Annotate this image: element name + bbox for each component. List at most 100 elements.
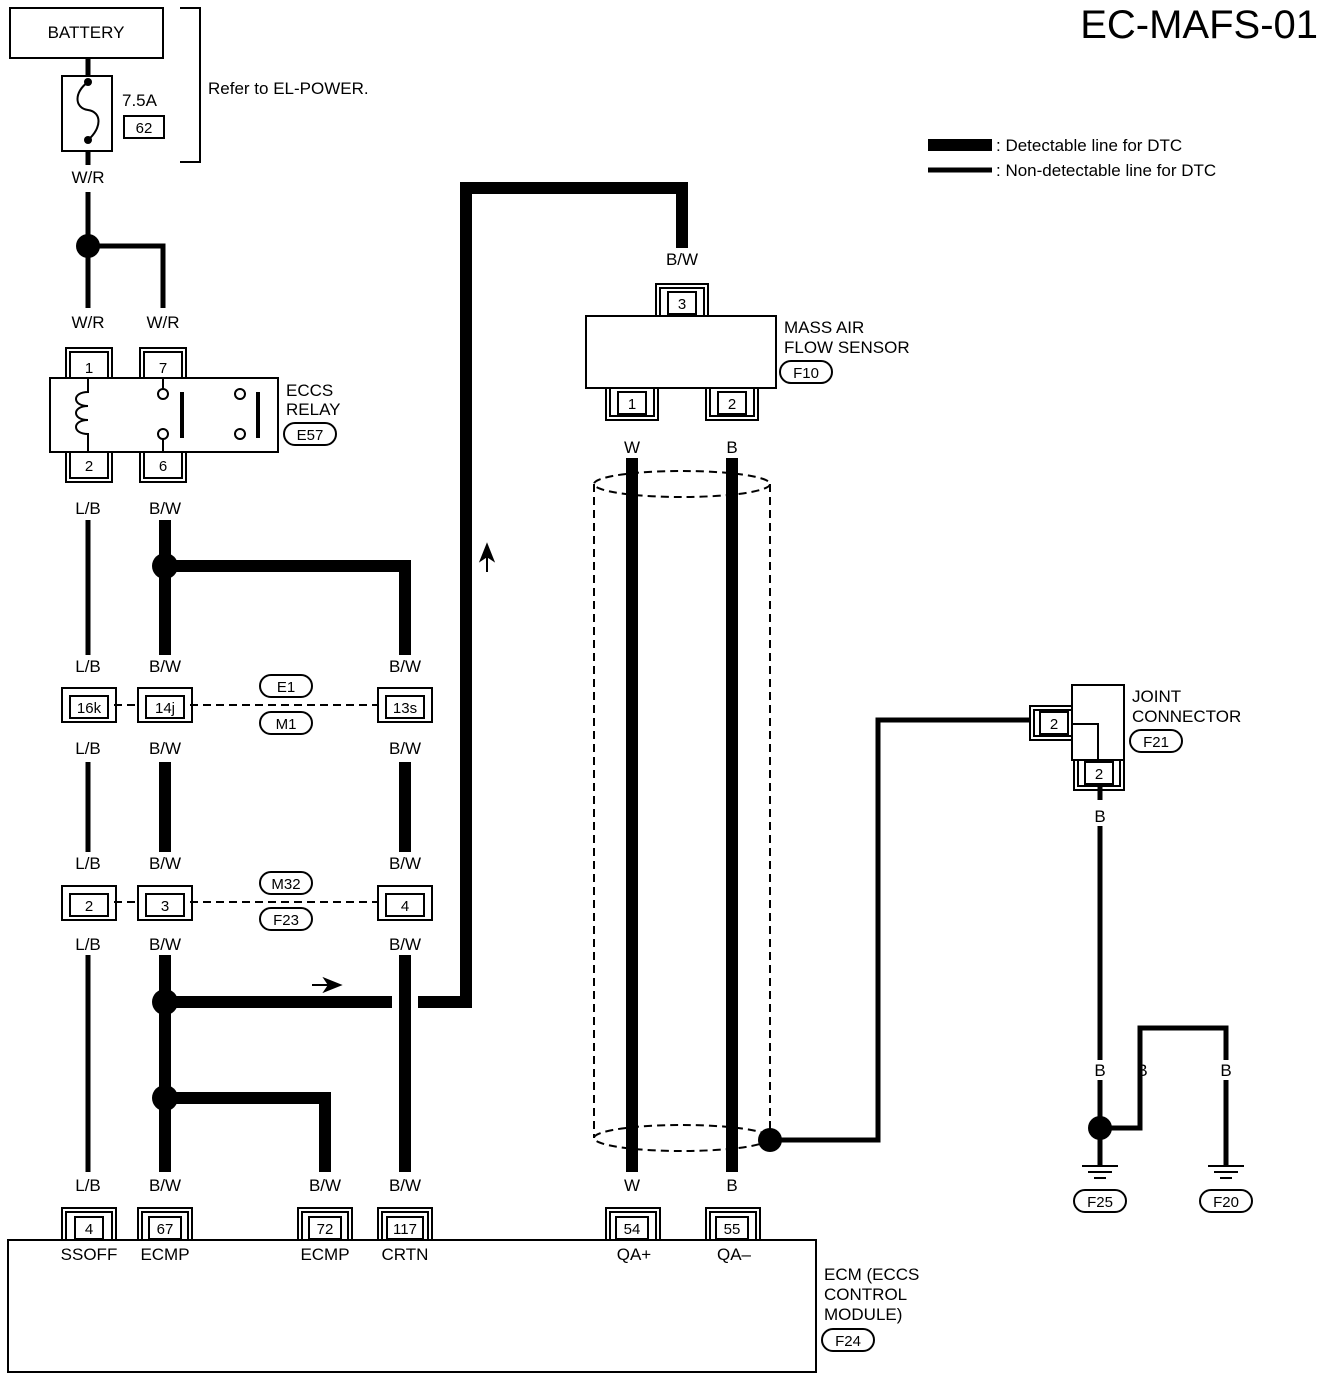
arrow-up-icon [478, 542, 496, 572]
harness-connector-e1-m1: 16k 14j 13s E1 M1 [61, 674, 433, 735]
connector-e1: E1 [277, 679, 295, 696]
maf-name: MASS AIR [784, 318, 864, 337]
mass-air-flow-sensor: 3 1 2 MASS AIR FLOW SENSOR F10 [585, 283, 910, 421]
splice-dot [152, 989, 178, 1015]
svg-text:B/W: B/W [666, 250, 698, 269]
maf-pin-1: 1 [628, 396, 636, 413]
maf-connector-id: F10 [793, 365, 819, 382]
svg-text:54: 54 [624, 1221, 641, 1238]
joint-pin-2b: 2 [1095, 766, 1103, 783]
relay-pin-6: 6 [159, 458, 167, 475]
svg-text:B: B [1094, 807, 1105, 826]
battery-block: BATTERY 7.5A 62 Refer to EL-POWER. [9, 7, 369, 163]
flow-arrows [312, 542, 496, 994]
splice-points [76, 234, 1112, 1152]
svg-text:W/R: W/R [71, 313, 104, 332]
svg-text:CRTN: CRTN [382, 1245, 429, 1264]
svg-text:B/W: B/W [389, 739, 421, 758]
fuse-rating: 7.5A [122, 91, 158, 110]
legend-non-detectable: : Non-detectable line for DTC [996, 161, 1216, 180]
svg-text:B/W: B/W [389, 1176, 421, 1195]
svg-text:16k: 16k [77, 700, 102, 717]
svg-text:B: B [1136, 1061, 1147, 1080]
joint-name-2: CONNECTOR [1132, 707, 1241, 726]
eccs-relay: 1 7 2 6 ECCS RELAY E57 [49, 347, 341, 483]
svg-text:W/R: W/R [71, 168, 104, 187]
relay-pin-1: 1 [85, 360, 93, 377]
ground-icon [1208, 1165, 1244, 1179]
svg-text:2: 2 [85, 898, 93, 915]
svg-text:W: W [624, 438, 640, 457]
maf-pin-2: 2 [728, 396, 736, 413]
ecm-connector-id: F24 [835, 1333, 861, 1350]
svg-text:L/B: L/B [75, 657, 101, 676]
ground-f20: F20 [1213, 1194, 1239, 1211]
relay-name-2: RELAY [286, 400, 341, 419]
shield-cylinder [593, 470, 771, 1152]
svg-text:B/W: B/W [389, 935, 421, 954]
svg-text:55: 55 [724, 1221, 741, 1238]
joint-connector: 2 2 JOINT CONNECTOR F21 [1029, 684, 1241, 791]
relay-connector-id: E57 [297, 427, 324, 444]
svg-text:67: 67 [157, 1221, 174, 1238]
ecm-name-2: CONTROL [824, 1285, 907, 1304]
battery-label: BATTERY [48, 23, 125, 42]
ground-f25: F25 [1087, 1194, 1113, 1211]
grounds: F25 F20 [1073, 1165, 1253, 1213]
svg-text:L/B: L/B [75, 935, 101, 954]
splice-dot [152, 553, 178, 579]
maf-pin-3: 3 [678, 296, 686, 313]
arrow-right-icon [312, 976, 343, 994]
svg-text:14j: 14j [155, 700, 175, 717]
svg-text:ECMP: ECMP [140, 1245, 189, 1264]
splice-dot [152, 1085, 178, 1111]
connector-f23: F23 [273, 912, 299, 929]
splice-dot [1088, 1116, 1112, 1140]
fuse-number: 62 [136, 120, 153, 137]
svg-text:L/B: L/B [75, 1176, 101, 1195]
svg-text:W: W [624, 1176, 640, 1195]
svg-text:B/W: B/W [149, 854, 181, 873]
relay-pin-7: 7 [159, 360, 167, 377]
ground-icon [1082, 1165, 1118, 1179]
svg-text:117: 117 [393, 1221, 417, 1238]
svg-text:3: 3 [161, 898, 169, 915]
power-note: Refer to EL-POWER. [208, 79, 369, 98]
coil-icon [75, 378, 89, 452]
svg-text:QA+: QA+ [617, 1245, 652, 1264]
joint-connector-id: F21 [1143, 734, 1169, 751]
svg-text:4: 4 [401, 898, 409, 915]
svg-text:B: B [726, 438, 737, 457]
connector-m32: M32 [271, 876, 300, 893]
legend: : Detectable line for DTC : Non-detectab… [928, 136, 1216, 180]
wires-thick [159, 182, 738, 1172]
svg-text:B/W: B/W [149, 739, 181, 758]
svg-text:W/R: W/R [146, 313, 179, 332]
svg-text:4: 4 [85, 1221, 93, 1238]
svg-text:B/W: B/W [149, 499, 181, 518]
wires-thin [85, 151, 1229, 1172]
svg-text:B/W: B/W [149, 935, 181, 954]
legend-detectable: : Detectable line for DTC [996, 136, 1182, 155]
ecm-name-3: MODULE) [824, 1305, 902, 1324]
maf-name-2: FLOW SENSOR [784, 338, 910, 357]
svg-text:B/W: B/W [149, 1176, 181, 1195]
svg-text:B: B [1220, 1061, 1231, 1080]
svg-text:B/W: B/W [389, 854, 421, 873]
svg-text:L/B: L/B [75, 499, 101, 518]
relay-name: ECCS [286, 381, 333, 400]
svg-text:B: B [726, 1176, 737, 1195]
svg-text:72: 72 [317, 1221, 334, 1238]
connector-m1: M1 [276, 716, 297, 733]
svg-text:L/B: L/B [75, 739, 101, 758]
joint-pin-2a: 2 [1050, 716, 1058, 733]
harness-connector-m32-f23: 2 3 4 M32 F23 [61, 871, 433, 931]
svg-text:B: B [1094, 1061, 1105, 1080]
svg-text:B/W: B/W [389, 657, 421, 676]
svg-text:SSOFF: SSOFF [61, 1245, 118, 1264]
ecm-name: ECM (ECCS [824, 1265, 919, 1284]
splice-dot [76, 234, 100, 258]
svg-text:L/B: L/B [75, 854, 101, 873]
svg-text:13s: 13s [393, 700, 417, 717]
